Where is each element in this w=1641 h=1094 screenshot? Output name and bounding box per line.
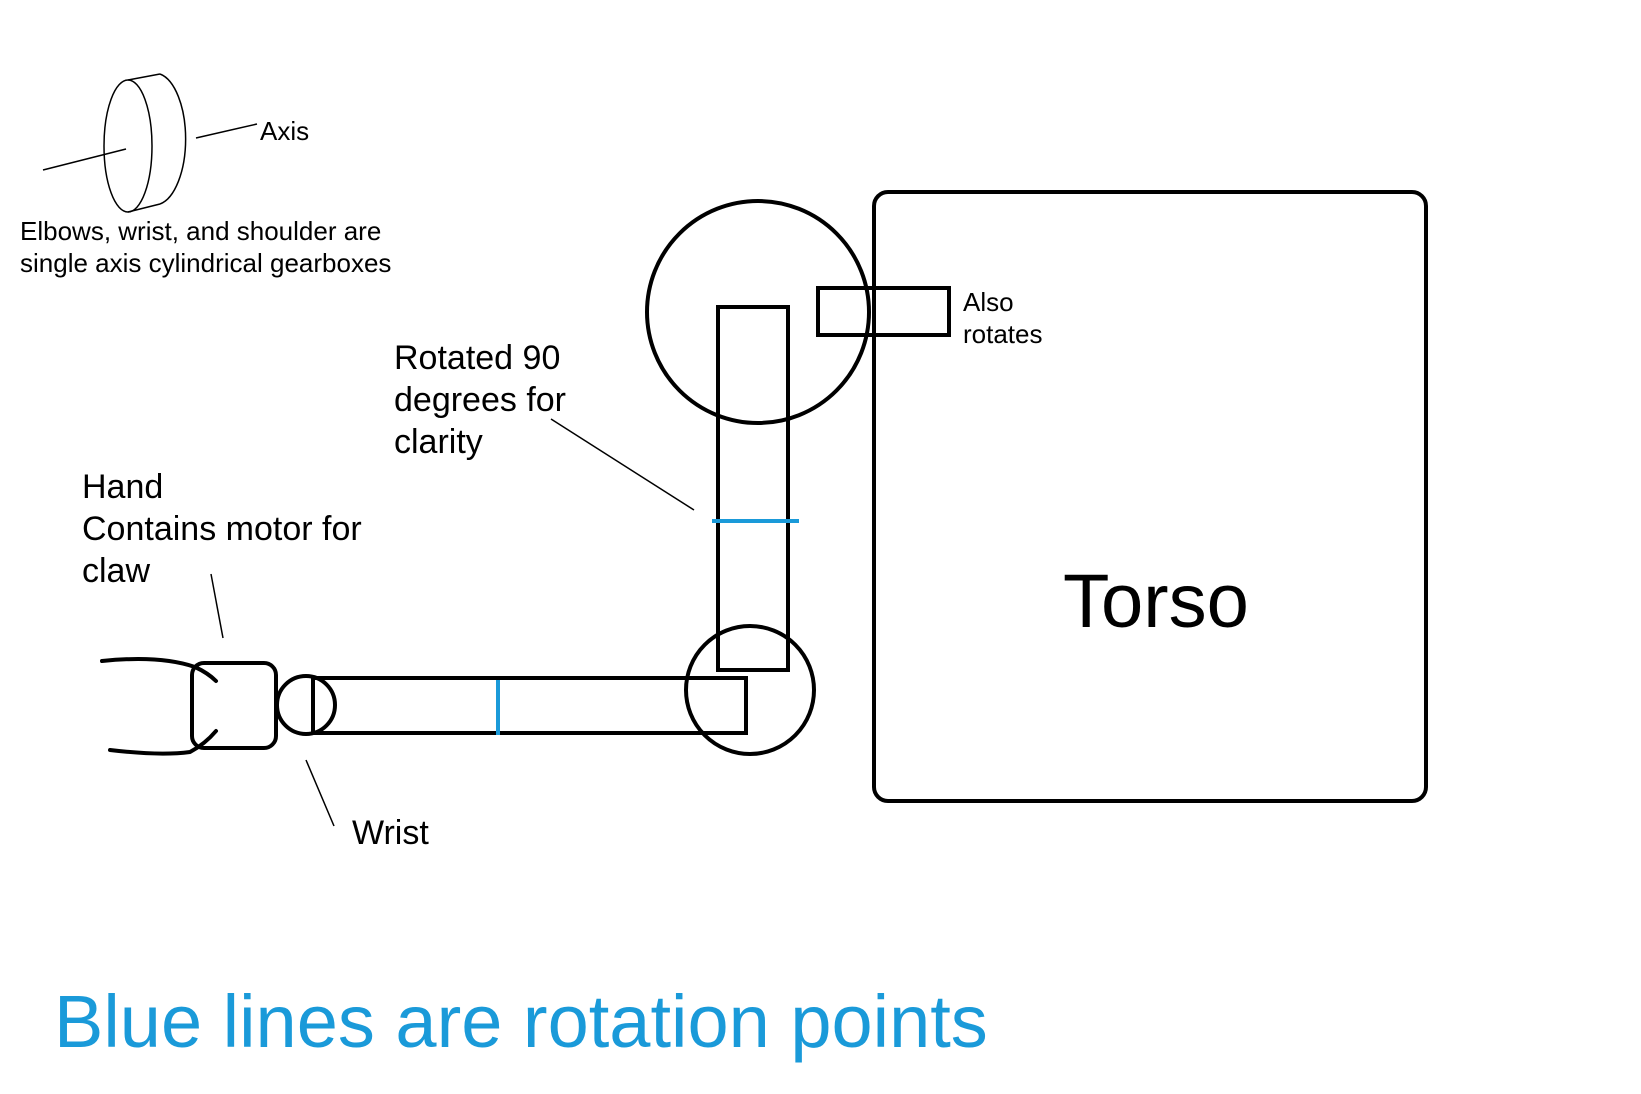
hand-label-line1: Hand bbox=[82, 468, 164, 506]
cylinder-gearbox-icon bbox=[42, 73, 258, 213]
rotation-points-caption: Blue lines are rotation points bbox=[54, 980, 988, 1063]
claw-icon bbox=[100, 657, 218, 756]
hand-label-line3: claw bbox=[82, 552, 151, 590]
elbow-joint bbox=[684, 624, 816, 756]
cylinder-back-face bbox=[159, 73, 187, 205]
claw-lower-jaw bbox=[108, 729, 218, 756]
shoulder-connector bbox=[816, 286, 951, 337]
torso-label: Torso bbox=[1063, 559, 1249, 644]
rotated-leader-line bbox=[550, 418, 695, 511]
shoulder-joint bbox=[645, 199, 871, 425]
rotated-label-line2: degrees for bbox=[394, 381, 566, 419]
wrist-leader-line bbox=[305, 759, 335, 827]
also-rotates-line1: Also bbox=[963, 287, 1014, 317]
also-rotates-line2: rotates bbox=[963, 319, 1043, 349]
wrist-label: Wrist bbox=[352, 814, 429, 852]
axis-label: Axis bbox=[260, 116, 310, 146]
forearm-segment bbox=[311, 676, 748, 735]
hand-leader-line bbox=[210, 573, 224, 639]
axis-line-left bbox=[42, 148, 127, 171]
cylinder-bottom-edge bbox=[127, 203, 161, 213]
cylinder-front-face bbox=[103, 79, 153, 213]
upper-arm-segment bbox=[716, 305, 790, 672]
rotated-label-line1: Rotated 90 bbox=[394, 339, 561, 377]
gearbox-note-line2: single axis cylindrical gearboxes bbox=[20, 248, 392, 278]
hand-label-line2: Contains motor for bbox=[82, 510, 362, 548]
cylinder-top-edge bbox=[127, 73, 161, 81]
rotated-label-line3: clarity bbox=[394, 423, 483, 461]
claw-upper-jaw bbox=[100, 657, 218, 683]
axis-line-right bbox=[195, 123, 258, 139]
gearbox-note-line1: Elbows, wrist, and shoulder are bbox=[20, 216, 382, 246]
torso-box bbox=[872, 190, 1428, 803]
hand-box bbox=[190, 661, 278, 750]
wrist-joint bbox=[275, 674, 337, 736]
